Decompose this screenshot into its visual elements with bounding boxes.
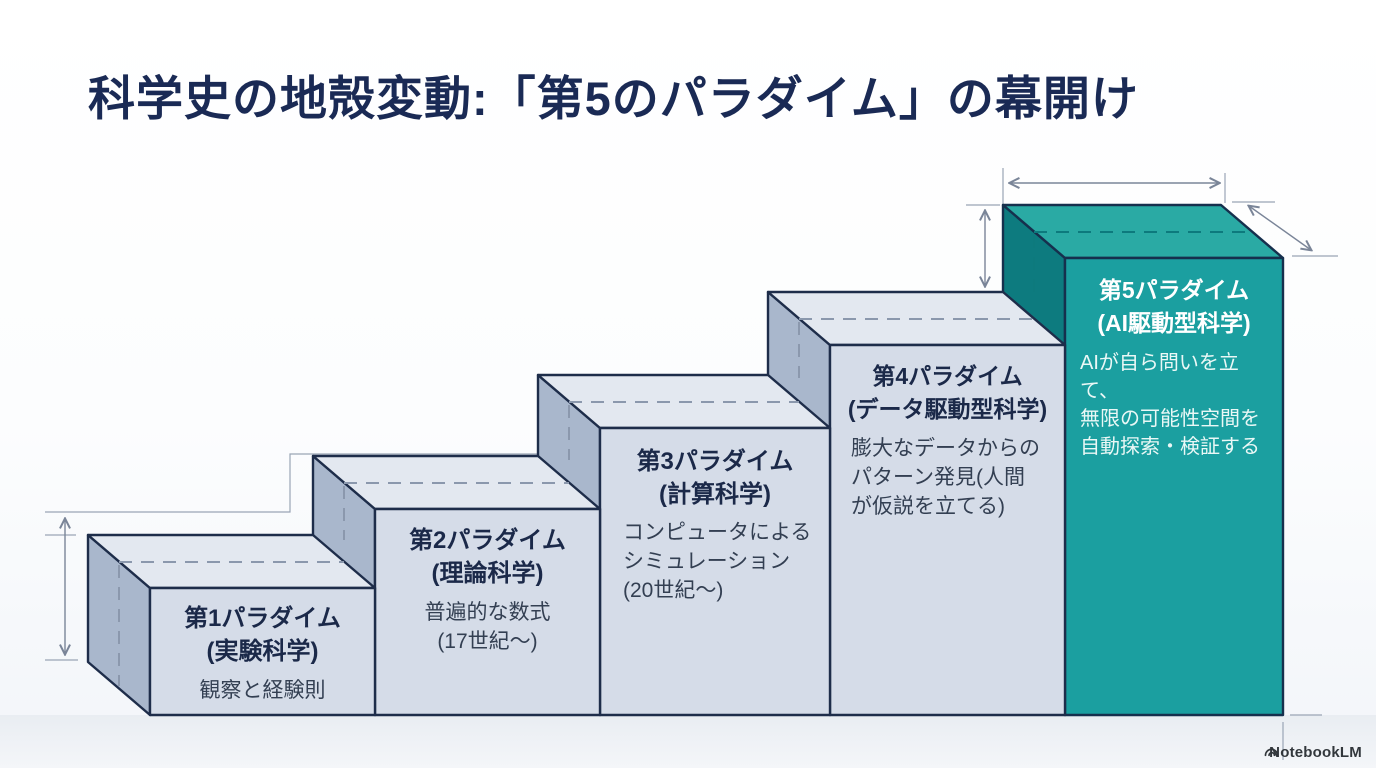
ground-strip: [0, 715, 1376, 768]
watermark: NotebookLM: [1263, 744, 1362, 761]
step4-name: 第4パラダイム: [872, 363, 1023, 389]
step4-desc-line: パターン発見(人間: [851, 466, 1025, 489]
step5-description: AIが自ら問いを立て、 無限の可能性空間を 自動探索・検証する: [1080, 349, 1275, 461]
step5-desc-line: AIが自ら問いを立て、: [1080, 352, 1239, 402]
dimension-arrows: [65, 183, 1311, 654]
step5-desc-line: 自動探索・検証する: [1080, 436, 1260, 458]
step5-heading: 第5パラダイム (AI駆動型科学): [1065, 274, 1283, 340]
step3-field: (計算科学): [659, 481, 771, 508]
step4-description: 膨大なデータからの パターン発見(人間 が仮説を立てる): [851, 434, 1061, 521]
step1-heading: 第1パラダイム (実験科学): [150, 602, 375, 668]
step1-field: (実験科学): [206, 638, 319, 665]
step3-name: 第3パラダイム: [636, 448, 794, 475]
watermark-label: NotebookLM: [1269, 744, 1362, 761]
step3-heading: 第3パラダイム (計算科学): [600, 445, 830, 511]
step1-name: 第1パラダイム: [184, 605, 341, 632]
dimension-arrow-depth-diagonal: [1249, 206, 1311, 250]
step1-desc-line: 観察と経験則: [199, 679, 326, 702]
step3-desc-line: コンピュータによる: [623, 521, 812, 544]
step3-description: コンピュータによる シミュレーション (20世紀〜): [623, 518, 828, 605]
step2-heading: 第2パラダイム (理論科学): [375, 524, 600, 590]
step2-field: (理論科学): [431, 560, 544, 587]
step2-desc-line: (17世紀〜): [437, 630, 538, 653]
step5-field: (AI駆動型科学): [1097, 310, 1251, 336]
page-title: 科学史の地殻変動:「第5のパラダイム」の幕開け: [88, 72, 1139, 125]
step4-desc-line: が仮説を立てる): [851, 495, 1005, 518]
step-block-1: [86, 533, 377, 717]
step4-heading: 第4パラダイム (データ駆動型科学): [830, 360, 1065, 426]
step1-description: 観察と経験則: [150, 676, 375, 705]
step3-desc-line: (20世紀〜): [623, 579, 724, 602]
step3-desc-line: シミュレーション: [623, 550, 791, 573]
step2-desc-line: 普遍的な数式: [424, 601, 551, 624]
step2-description: 普遍的な数式 (17世紀〜): [375, 598, 600, 656]
step4-field: (データ駆動型科学): [847, 396, 1048, 422]
step5-desc-line: 無限の可能性空間を: [1080, 408, 1260, 430]
step2-name: 第2パラダイム: [409, 527, 566, 554]
step4-desc-line: 膨大なデータからの: [851, 437, 1040, 460]
step5-name: 第5パラダイム: [1098, 277, 1250, 303]
step1-front-face: [148, 586, 377, 717]
